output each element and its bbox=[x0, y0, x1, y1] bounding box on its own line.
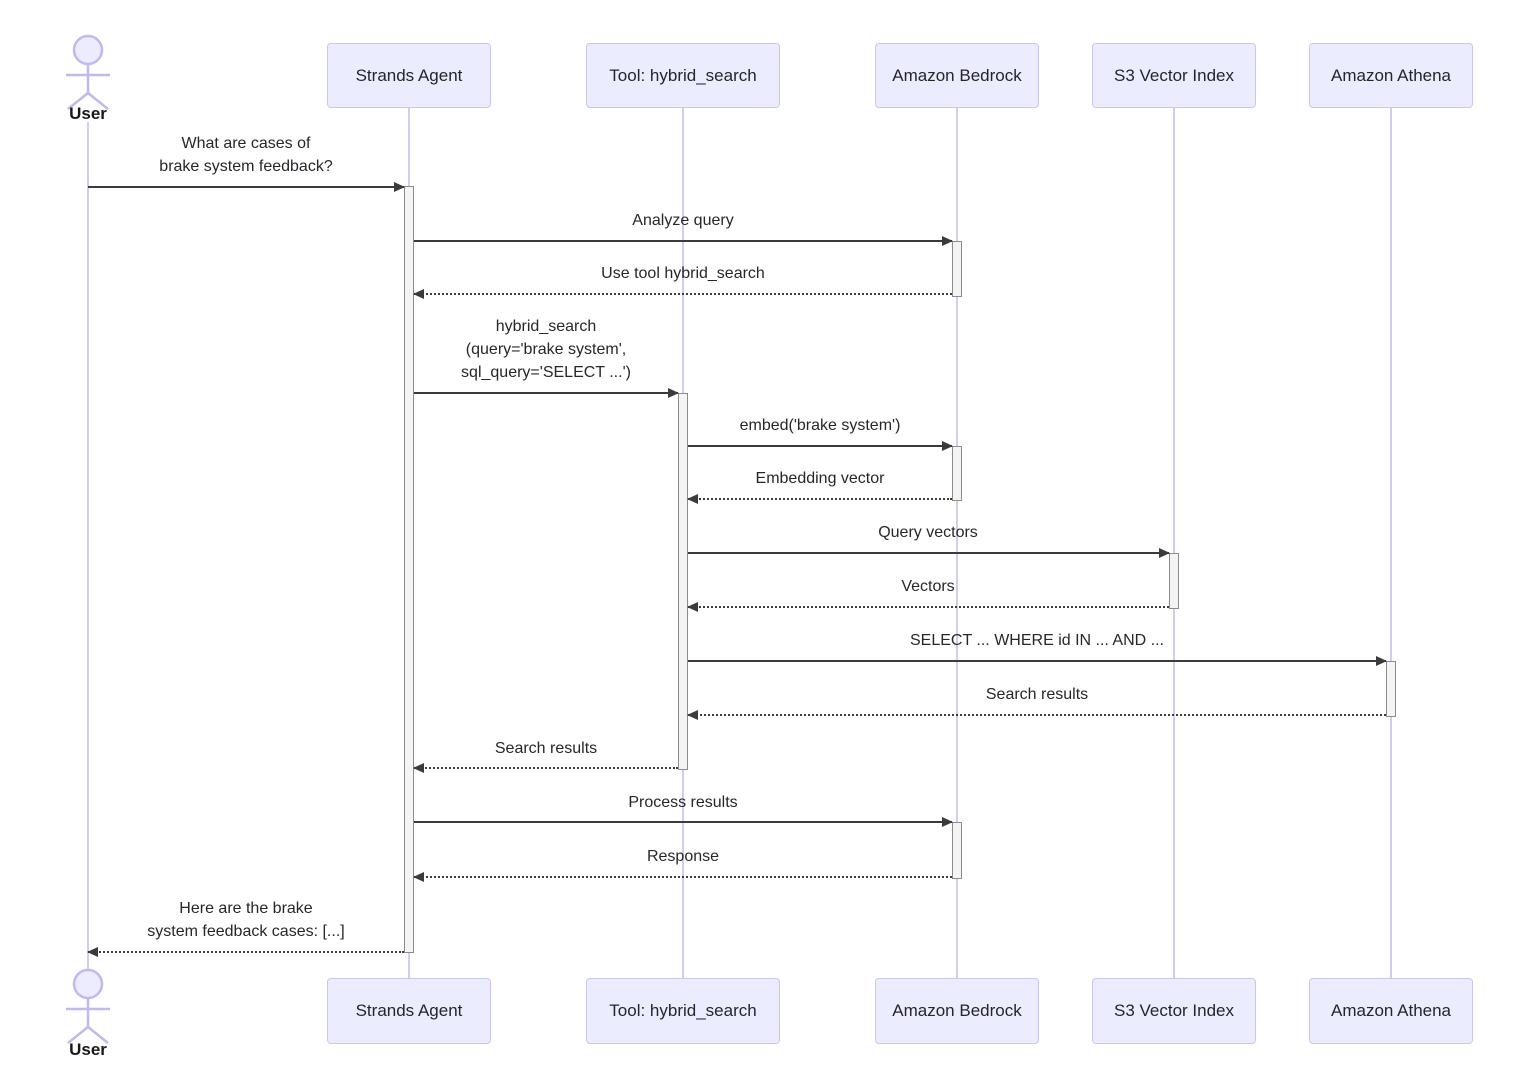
arrowhead-icon bbox=[413, 289, 424, 299]
message-arrow-search-results-athena bbox=[687, 710, 1386, 720]
lifeline-s3-vector-index bbox=[1173, 108, 1175, 978]
arrowhead-icon bbox=[942, 817, 953, 827]
message-arrow-embedding-vector bbox=[687, 494, 952, 504]
message-arrow-sql-select bbox=[688, 656, 1387, 666]
message-label-hybrid-search-call: hybrid_search (query='brake system', sql… bbox=[461, 318, 631, 381]
arrowhead-icon bbox=[1376, 656, 1387, 666]
message-arrow-final-answer bbox=[87, 947, 404, 957]
arrowhead-icon bbox=[394, 182, 405, 192]
activation-bedrock-embed bbox=[952, 446, 962, 501]
participant-box-amazon-athena-top: Amazon Athena bbox=[1309, 43, 1473, 108]
activation-tool-hybrid-search bbox=[678, 393, 688, 770]
message-label-final-answer: Here are the brake system feedback cases… bbox=[147, 900, 345, 940]
participant-box-strands-agent-bottom: Strands Agent bbox=[327, 978, 491, 1044]
message-arrow-vectors bbox=[687, 602, 1169, 612]
participant-box-s3-vector-index-top: S3 Vector Index bbox=[1092, 43, 1256, 108]
message-arrow-query-vectors bbox=[688, 548, 1170, 558]
participant-label: Amazon Bedrock bbox=[892, 1001, 1022, 1020]
message-label-embedding-vector: Embedding vector bbox=[755, 470, 885, 487]
arrowhead-icon bbox=[687, 602, 698, 612]
message-label-embed: embed('brake system') bbox=[739, 417, 901, 434]
user-actor-icon bbox=[66, 968, 110, 1044]
user-label-top: User bbox=[69, 104, 107, 123]
participant-label: S3 Vector Index bbox=[1113, 1001, 1235, 1020]
arrowhead-icon bbox=[668, 388, 679, 398]
user-actor-icon bbox=[66, 34, 110, 110]
participant-label: Amazon Athena bbox=[1330, 65, 1452, 85]
arrowhead-icon bbox=[942, 236, 953, 246]
participant-box-s3-vector-index-bottom: S3 Vector Index bbox=[1092, 978, 1256, 1044]
participant-label: Tool: hybrid_search bbox=[609, 65, 757, 85]
message-label-response: Response bbox=[646, 848, 720, 865]
user-label-bottom: User bbox=[69, 1040, 107, 1059]
message-label-analyze-query: Analyze query bbox=[632, 212, 734, 229]
arrowhead-icon bbox=[87, 947, 98, 957]
arrowhead-icon bbox=[687, 494, 698, 504]
participant-box-tool-hybrid-search-bottom: Tool: hybrid_search bbox=[586, 978, 780, 1044]
message-label-process-results: Process results bbox=[628, 794, 738, 811]
participant-label: S3 Vector Index bbox=[1113, 65, 1235, 85]
lifeline-amazon-athena bbox=[1390, 108, 1392, 978]
activation-s3-vector-index bbox=[1169, 553, 1179, 609]
participant-label: Tool: hybrid_search bbox=[609, 1001, 757, 1020]
message-label-sql-select: SELECT ... WHERE id IN ... AND ... bbox=[910, 632, 1164, 649]
message-label-vectors: Vectors bbox=[901, 578, 955, 595]
activation-bedrock-analyze bbox=[952, 241, 962, 297]
lifeline-amazon-bedrock bbox=[956, 108, 958, 978]
lifeline-user bbox=[87, 122, 89, 970]
participant-label: Amazon Athena bbox=[1330, 1001, 1452, 1020]
message-arrow-analyze-query bbox=[414, 236, 953, 246]
participant-label: Strands Agent bbox=[355, 1001, 463, 1020]
message-label-query-vectors: Query vectors bbox=[878, 524, 978, 541]
participant-box-amazon-bedrock-bottom: Amazon Bedrock bbox=[875, 978, 1039, 1044]
participant-box-tool-hybrid-search-top: Tool: hybrid_search bbox=[586, 43, 780, 108]
activation-bedrock-process bbox=[952, 822, 962, 879]
participant-label: Amazon Bedrock bbox=[892, 65, 1022, 85]
arrowhead-icon bbox=[687, 710, 698, 720]
arrowhead-icon bbox=[1159, 548, 1170, 558]
message-label-user-question: What are cases of brake system feedback? bbox=[159, 135, 333, 175]
activation-amazon-athena bbox=[1386, 661, 1396, 717]
participant-box-strands-agent-top: Strands Agent bbox=[327, 43, 491, 108]
message-arrow-user-question bbox=[88, 182, 405, 192]
arrowhead-icon bbox=[942, 441, 953, 451]
message-label-search-results-athena: Search results bbox=[985, 686, 1089, 703]
message-label-search-results-tool: Search results bbox=[494, 740, 598, 757]
activation-strands-agent bbox=[404, 186, 414, 953]
arrowhead-icon bbox=[413, 872, 424, 882]
message-arrow-response bbox=[413, 872, 952, 882]
message-arrow-process-results bbox=[414, 817, 953, 827]
message-arrow-embed bbox=[688, 441, 953, 451]
participant-box-amazon-athena-bottom: Amazon Athena bbox=[1309, 978, 1473, 1044]
message-arrow-use-tool bbox=[413, 289, 952, 299]
participant-label: Strands Agent bbox=[355, 65, 463, 85]
message-label-use-tool: Use tool hybrid_search bbox=[601, 265, 765, 282]
participant-box-amazon-bedrock-top: Amazon Bedrock bbox=[875, 43, 1039, 108]
message-arrow-hybrid-search-call bbox=[414, 388, 679, 398]
message-arrow-search-results-tool bbox=[413, 763, 678, 773]
arrowhead-icon bbox=[413, 763, 424, 773]
